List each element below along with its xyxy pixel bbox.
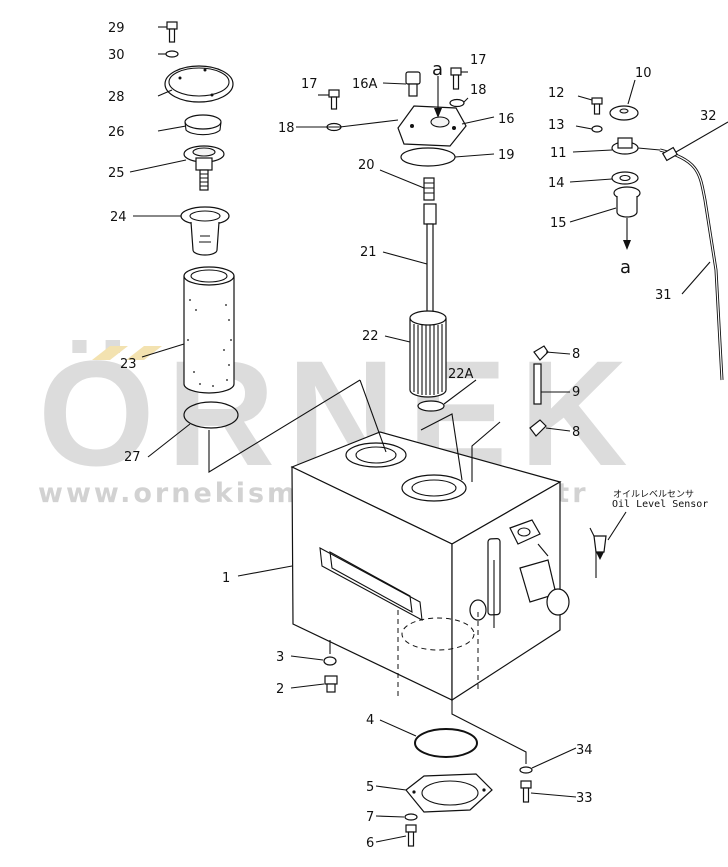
washer-7 [404,813,418,821]
label-18-left: 18 [278,121,295,136]
gasket-19 [400,147,456,167]
label-14: 14 [548,176,565,191]
oil-level-sensor-label-jp: オイルレベルセンサ [613,490,695,500]
label-21: 21 [360,245,377,260]
o-ring-27 [183,401,239,429]
gasket-4 [414,728,478,758]
bolt-17-left [328,89,340,110]
ring-26 [184,114,222,136]
washer-34 [519,766,533,774]
tank-1 [290,431,570,702]
label-31: 31 [655,288,672,303]
label-9: 9 [572,385,580,400]
label-5: 5 [366,780,374,795]
label-a-mid: a [620,257,631,278]
label-20: 20 [358,158,375,173]
pipe-9 [533,363,542,405]
filter-element-23 [183,266,235,394]
label-33: 33 [576,791,593,806]
label-8-bottom: 8 [572,425,580,440]
label-15: 15 [550,216,567,231]
spring-20 [423,177,435,201]
label-2: 2 [276,682,284,697]
cover-5 [405,773,493,813]
label-7: 7 [366,810,374,825]
ring-22A [417,400,445,412]
washer-18-right [449,98,465,108]
label-1: 1 [222,571,230,586]
plug-2 [324,675,338,693]
label-11: 11 [550,146,567,161]
washer-13 [591,125,603,133]
bolt-17-right [450,67,462,90]
flange-15 [613,186,641,250]
cap-16 [397,76,467,147]
label-3: 3 [276,650,284,665]
watermark-accent-icon [92,346,128,360]
label-19: 19 [498,148,515,163]
label-10: 10 [635,66,652,81]
watermark-accent-icon-2 [126,346,162,360]
label-8-top: 8 [572,347,580,362]
strainer-22 [409,310,447,398]
body-11 [611,137,661,155]
label-16: 16 [498,112,515,127]
label-34: 34 [576,743,593,758]
label-30: 30 [108,48,125,63]
elbow-8-bottom [529,419,547,437]
hose-31 [659,148,724,381]
bolt-29 [166,21,178,43]
label-24: 24 [110,210,127,225]
label-22A: 22A [448,367,474,382]
oil-level-sensor [593,511,627,560]
label-26: 26 [108,125,125,140]
label-6: 6 [366,836,374,851]
label-13: 13 [548,118,565,133]
connector-32 [661,146,679,162]
label-25: 25 [108,166,125,181]
gasket-14 [611,171,639,185]
label-22: 22 [362,329,379,344]
washer-30 [165,50,179,58]
strainer-24 [180,206,230,256]
label-18-right: 18 [470,83,487,98]
bolt-33 [520,780,532,803]
label-17-right: 17 [470,53,487,68]
label-23: 23 [120,357,137,372]
label-a-top: a [432,59,443,80]
label-32: 32 [700,109,717,124]
bolt-6 [405,824,417,847]
label-29: 29 [108,21,125,36]
elbow-8-top [533,345,549,361]
o-ring-3 [323,656,337,666]
cover-28 [164,65,234,103]
label-16A: 16A [352,77,378,92]
label-12: 12 [548,86,565,101]
label-17-left: 17 [301,77,318,92]
cap-10 [609,105,639,121]
breather-16A [405,71,421,97]
label-27: 27 [124,450,141,465]
valve-25 [183,145,225,191]
label-28: 28 [108,90,125,105]
bolt-12 [591,97,603,115]
oil-level-sensor-label-en: Oil Level Sensor [612,499,709,510]
label-4: 4 [366,713,374,728]
